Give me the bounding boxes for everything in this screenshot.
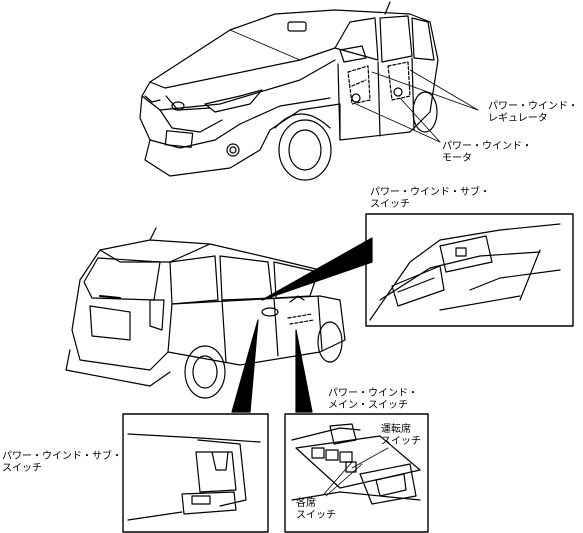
label-sub-switch-left-line2: スイッチ	[2, 463, 42, 474]
car-front-view	[139, 1, 479, 181]
detail-box-rear-sub-switch	[365, 213, 574, 327]
label-driver-switch: 運転席 スイッチ	[381, 424, 421, 448]
label-motor-line1: パワー・ウインド・	[442, 141, 532, 152]
label-each-seat-switch-line1: 各席	[296, 498, 316, 509]
label-sub-switch-left: パワー・ウインド・サブ・ スイッチ	[2, 451, 122, 475]
label-driver-switch-line2: スイッチ	[381, 436, 421, 447]
car-rear-view	[65, 227, 373, 413]
label-main-switch-line1: パワー・ウインド・	[328, 388, 418, 399]
label-driver-switch-line1: 運転席	[381, 424, 411, 435]
label-sub-switch-right-line1: パワー・ウインド・サブ・	[370, 187, 490, 198]
detail-box-main-switch	[284, 413, 429, 533]
label-power-window-regulator: パワー・ウインド・ レギュレータ	[488, 101, 578, 125]
label-sub-switch-right: パワー・ウインド・サブ・ スイッチ	[370, 187, 490, 211]
label-power-window-motor: パワー・ウインド・ モータ	[442, 141, 532, 165]
label-sub-switch-left-line1: パワー・ウインド・サブ・	[2, 451, 122, 462]
detail-box-left-sub-switch	[122, 413, 269, 533]
label-main-switch-line2: メイン・スイッチ	[328, 400, 408, 411]
label-main-switch: パワー・ウインド・ メイン・スイッチ	[328, 388, 418, 412]
label-motor-line2: モータ	[442, 153, 472, 164]
label-each-seat-switch-line2: スイッチ	[296, 510, 336, 521]
label-each-seat-switch: 各席 スイッチ	[296, 498, 336, 522]
label-regulator-line1: パワー・ウインド・	[488, 101, 578, 112]
label-sub-switch-right-line2: スイッチ	[370, 199, 410, 210]
label-regulator-line2: レギュレータ	[488, 113, 548, 124]
